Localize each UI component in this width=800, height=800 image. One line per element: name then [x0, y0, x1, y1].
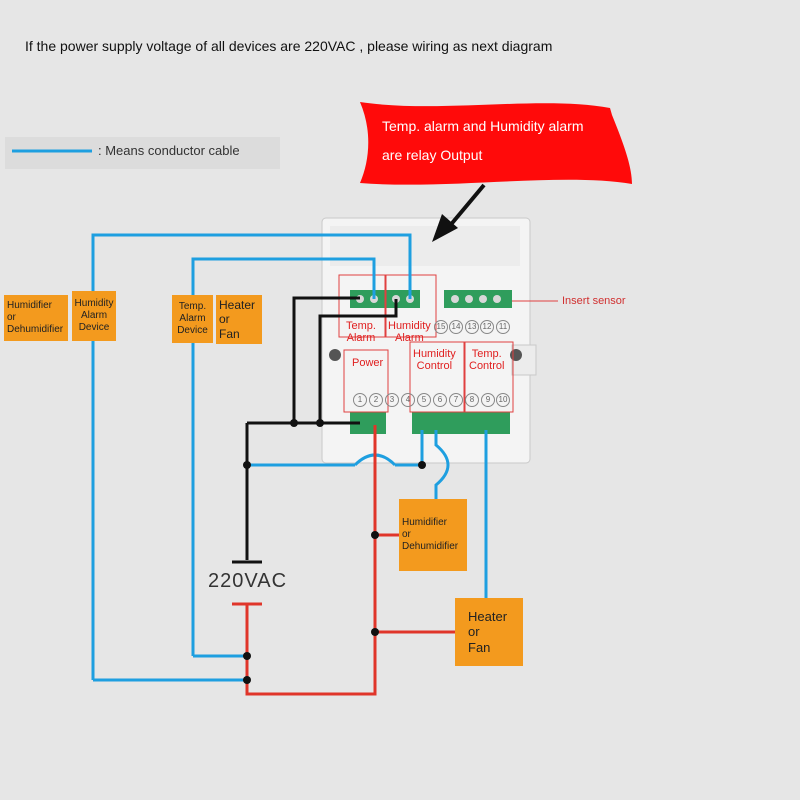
pin-10: 10	[496, 393, 510, 407]
page-title: If the power supply voltage of all devic…	[25, 38, 553, 54]
label-power: Power	[352, 357, 384, 369]
wire-hum-control-loop	[434, 430, 450, 500]
terminal-block-power	[350, 412, 386, 434]
pin-7: 7	[449, 393, 463, 407]
device-humidity-alarm: Humidity Alarm Device	[72, 291, 116, 341]
pin-14: 14	[449, 320, 463, 334]
device-heater-bottom: Heater or Fan	[455, 598, 523, 666]
wire-temp-alarm-device	[191, 257, 376, 656]
pin-11: 11	[496, 320, 510, 334]
arrow-shaft	[446, 183, 486, 230]
device-humidifier-mid: Humidifier or Dehumidifier	[399, 499, 467, 571]
pin-3: 3	[385, 393, 399, 407]
callout-line-1: Temp. alarm and Humidity alarm	[382, 118, 584, 134]
terminal-block-outputs	[412, 412, 510, 434]
pin-6: 6	[433, 393, 447, 407]
arrow-head	[432, 214, 458, 242]
wire-black-1	[292, 296, 360, 423]
label-temp-control: Temp.Control	[469, 348, 505, 372]
label-temp-alarm: Temp.Alarm	[346, 320, 376, 344]
wire-live-down	[245, 425, 377, 696]
callout-line-2: are relay Output	[382, 147, 483, 163]
device-humidifier-left: Humidifier or Dehumidifier	[4, 295, 68, 341]
label-insert-sensor: Insert sensor	[562, 295, 626, 307]
legend-label: : Means conductor cable	[98, 143, 240, 158]
pin-5: 5	[417, 393, 431, 407]
pin-15: 15	[434, 320, 448, 334]
wire-hum-alarm-device	[91, 233, 412, 680]
device-heater-top: Heater or Fan	[216, 295, 262, 344]
pin-8: 8	[465, 393, 479, 407]
legend-panel	[5, 137, 280, 169]
device-temp-alarm: Temp. Alarm Device	[172, 295, 213, 343]
pin-13: 13	[465, 320, 479, 334]
pin-1: 1	[353, 393, 367, 407]
pin-4: 4	[401, 393, 415, 407]
outline-power	[343, 349, 389, 413]
callout-banner	[360, 102, 632, 185]
pin-9: 9	[481, 393, 495, 407]
outline-hum-control	[409, 341, 465, 413]
wire-black-2	[318, 299, 398, 423]
supply-voltage-label: 220VAC	[208, 570, 288, 592]
pin-2: 2	[369, 393, 383, 407]
terminal-block-sensor	[444, 290, 512, 308]
outline-temp-alarm	[338, 274, 386, 338]
outline-temp-control	[464, 341, 514, 413]
pin-12: 12	[480, 320, 494, 334]
